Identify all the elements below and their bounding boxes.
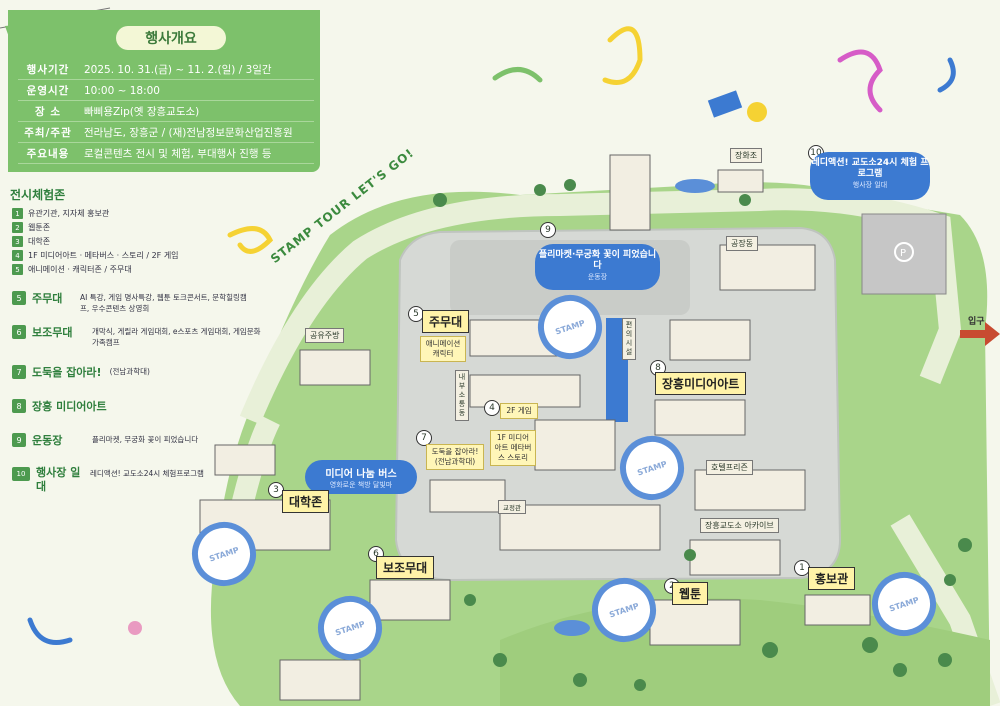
zone-catch-thief-tag: 도둑을 잡아라! (전남과학대) [426, 444, 484, 470]
zone-webtoon: 웹툰 [672, 582, 709, 605]
zone-media-art: 장흥미디어아트 [655, 372, 747, 395]
sign-convenience: 편의시설 [622, 318, 636, 360]
sign-shared-kitchen: 공유주방 [305, 328, 345, 343]
bubble-media-bus: 미디어 나눔 버스 영화로운 책방 달빛마 [305, 460, 417, 494]
zone-animation-tag: 애니메이션 캐릭터 [420, 336, 466, 362]
legend-title: 전시체험존 [10, 188, 66, 202]
overview-title: 행사개요 [116, 26, 226, 50]
zone-media-1f-tag: 1F 미디어아트 메타버스 스토리 [490, 430, 536, 466]
sign-factory: 공장동 [726, 236, 759, 251]
sign-inner-building: 내부소통동 [455, 370, 469, 421]
sign-correction-hall: 교정관 [498, 500, 526, 514]
pond [554, 620, 590, 636]
parking-lot [861, 213, 947, 295]
trees [433, 179, 972, 691]
marker-4: 4 [484, 400, 500, 416]
legend-item-main-stage: 5 주무대 AI 특강, 게임 명사특강, 웹툰 토크콘서트, 문학힐링캠프, … [12, 290, 272, 314]
legend-item-playground: 9 운동장 플리마켓, 무궁화 꽃이 피었습니다 [12, 432, 198, 448]
legend: 전시체험존 [10, 186, 270, 203]
marker-7: 7 [416, 430, 432, 446]
legend-item-sub-stage: 6 보조무대 개막식, 게릴라 게임대회, e스포츠 게임대회, 게임문화가족캠… [12, 324, 272, 348]
sign-hotel-prison: 호텔프리즌 [706, 460, 753, 475]
zone-main-stage: 주무대 [422, 310, 470, 333]
bubble-flea-market: 플리마켓·무궁화 꽃이 피었습니다 운동장 [535, 244, 660, 290]
zone-game-2f-tag: 2F 게임 [500, 403, 538, 419]
legend-item-media-art: 8 장흥 미디어아트 [12, 398, 107, 414]
confetti [27, 26, 956, 645]
entrance-label: 입구 [968, 317, 985, 327]
sign-jangwajo: 장화조 [730, 148, 763, 163]
marker-9: 9 [540, 222, 556, 238]
entrance-arrow [960, 322, 1000, 346]
walkway [239, 188, 962, 425]
buildings [199, 154, 871, 701]
svg-text:P: P [900, 248, 906, 259]
zone-promo-hall: 홍보관 [808, 567, 856, 590]
zone-university: 대학존 [282, 490, 330, 513]
legend-item-catch-thief: 7 도둑을 잡아라! (전남과학대) [12, 364, 150, 380]
legend-item-venue-area: 10 행사장 일대 레디액션! 교도소24시 체험프로그램 [12, 466, 210, 494]
zone-sub-stage: 보조무대 [376, 556, 435, 579]
sign-prison-archive: 장흥교도소 아카이브 [700, 518, 779, 533]
bubble-ready-action: 레디액션! 교도소24시 체험 프로그램 행사장 일대 [810, 152, 930, 200]
